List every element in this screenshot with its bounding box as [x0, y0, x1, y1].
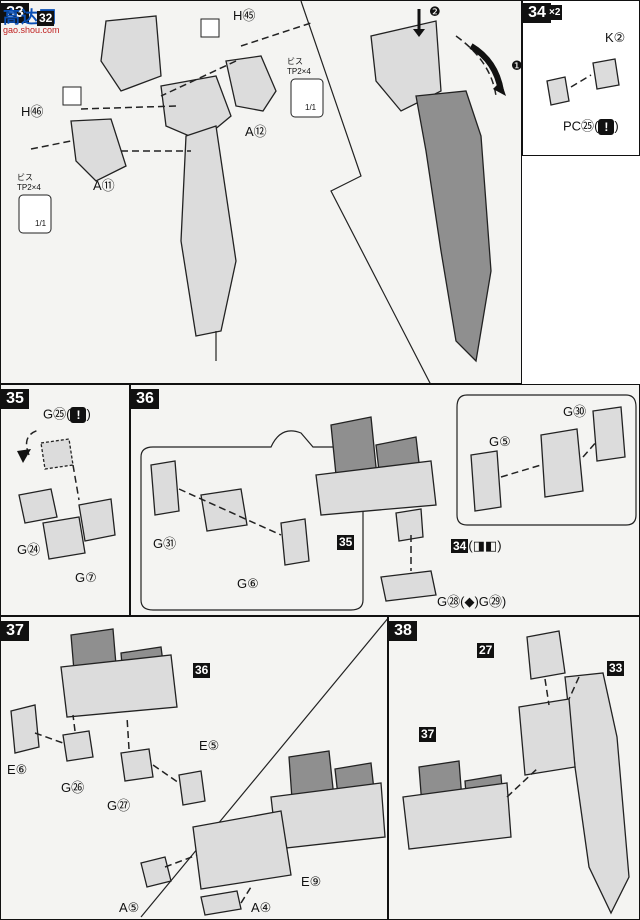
- step-36-illustration: [140, 394, 637, 611]
- screw-qty-b: 1/1: [35, 219, 47, 228]
- step-number: 37: [1, 621, 29, 641]
- part-g25-label: G㉕: [43, 406, 67, 422]
- part-e5: E⑤: [199, 738, 220, 753]
- part-g25: G㉕(!): [43, 406, 91, 423]
- step-38-panel: 38 27 33 37: [388, 616, 640, 920]
- part-pc25: PC㉕(!): [563, 118, 619, 135]
- step-number: 33: [1, 3, 29, 23]
- step-34-illustration: [546, 58, 620, 106]
- part-g5: G⑤: [489, 434, 511, 449]
- part-a11: A⑪: [93, 178, 115, 193]
- step-number: 34: [523, 3, 551, 23]
- arrow-number-1: ❶: [511, 58, 522, 73]
- ref-step-34: 34(◨◧): [451, 538, 502, 553]
- step-number: 35: [1, 389, 29, 409]
- ref-step-32: 32: [37, 11, 55, 26]
- step-number: 36: [131, 389, 159, 409]
- step-36-panel: 36 G㉛ G⑥ G㉚ G⑤ 35 34(◨◧) G㉘(◆)G㉙): [130, 384, 640, 616]
- screw-size-a: TP2×4: [287, 67, 311, 76]
- part-g27: G㉗: [107, 798, 131, 813]
- screw-qty-a: 1/1: [305, 103, 317, 112]
- site-watermark: 高达网 gao.shou.com: [3, 3, 69, 41]
- step-34-panel: 34 ×2 K② PC㉕(!): [522, 0, 640, 156]
- part-a12: A⑫: [245, 124, 267, 139]
- part-g24: G㉔: [17, 542, 41, 557]
- part-g29: G㉙: [478, 594, 502, 609]
- part-e9: E⑨: [301, 874, 322, 889]
- part-pc25-label: PC㉕: [563, 118, 595, 134]
- part-g7: G⑦: [75, 570, 97, 585]
- part-g28: G㉘: [437, 594, 461, 609]
- step-38-illustration: [402, 630, 630, 915]
- ref-step-35: 35: [337, 535, 355, 550]
- part-g6: G⑥: [237, 576, 259, 591]
- arrow-number-2: ❷: [429, 4, 441, 19]
- step-35-illustration: [17, 429, 116, 560]
- watermark-url: gao.shou.com: [3, 25, 60, 35]
- part-g28-g29: G㉘(◆)G㉙): [437, 594, 507, 609]
- screw-size-b: TP2×4: [17, 183, 41, 192]
- part-h45: H㊺: [233, 8, 256, 23]
- screw-label-b: ビス: [17, 173, 33, 182]
- part-g26: G㉖: [61, 780, 85, 795]
- step-33-panel: 33 高达网 gao.shou.com 32 H㊺ H㊻ A⑫ A⑪ ビス TP…: [0, 0, 522, 384]
- ref-step-34-badge: 34: [451, 539, 469, 553]
- quantity-multiplier: ×2: [547, 5, 563, 20]
- warning-icon: !: [598, 119, 615, 135]
- step-35-panel: 35 G㉕(!) G㉔ G⑦: [0, 384, 130, 616]
- step-37-illustration: [10, 618, 387, 918]
- step-33-illustration: [18, 1, 506, 383]
- ref-step-33: 33: [607, 661, 625, 676]
- part-h46: H㊻: [21, 104, 44, 119]
- part-a5: A⑤: [119, 900, 140, 915]
- step-number: 38: [389, 621, 417, 641]
- ref-step-27: 27: [477, 643, 495, 658]
- part-g31: G㉛: [153, 536, 177, 551]
- part-e6: E⑥: [7, 762, 28, 777]
- part-a4: A④: [251, 900, 272, 915]
- ref-step-37: 37: [419, 727, 437, 742]
- part-g30: G㉚: [563, 404, 587, 419]
- step-37-panel: 37 36 E⑥ G㉖ G㉗ E⑤ E⑨ A⑤ A④: [0, 616, 388, 920]
- warning-icon: !: [70, 407, 87, 423]
- screw-label-a: ビス: [287, 57, 303, 66]
- ref-step-36: 36: [193, 663, 211, 678]
- part-k2: K②: [605, 30, 626, 45]
